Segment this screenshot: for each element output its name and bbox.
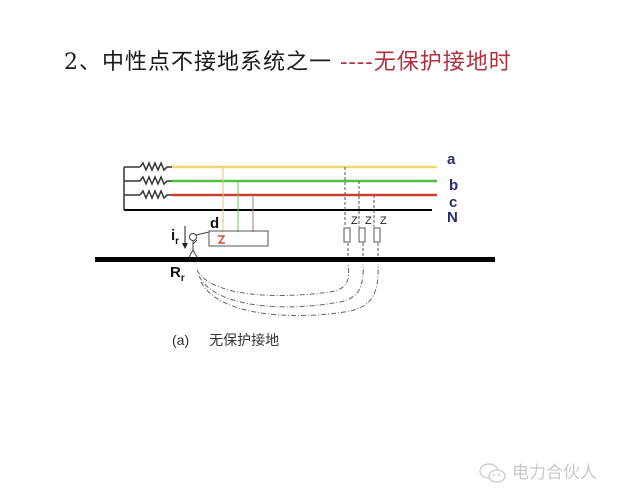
current-arrow-icon <box>182 226 188 249</box>
title-accent: ----无保护接地时 <box>340 50 512 75</box>
winding-a-icon <box>139 161 172 172</box>
person-icon <box>187 231 210 260</box>
device-label-d: d <box>210 215 219 232</box>
impedance-a-icon <box>343 227 351 243</box>
caption-index: (a) <box>172 332 190 348</box>
phase-label-b: b <box>449 177 458 194</box>
resistance-label: Rr <box>170 264 185 284</box>
current-label: ir <box>171 227 179 247</box>
winding-c-icon <box>139 189 172 200</box>
impedance-leads <box>344 167 379 256</box>
winding-b-icon <box>139 175 172 186</box>
caption-text: 无保护接地 <box>209 332 280 348</box>
watermark-text: 电力合伙人 <box>512 463 597 483</box>
impedance-elements <box>343 227 381 243</box>
equipment-enclosure <box>208 230 269 247</box>
slide-title: 2、中性点不接地系统之一 ----无保护接地时 <box>64 44 512 76</box>
phase-label-c: c <box>449 194 457 211</box>
phase-label-a: a <box>447 151 456 168</box>
impedance-label-c: Z <box>380 215 387 227</box>
impedance-b-icon <box>358 227 366 243</box>
figure-caption: (a) 无保护接地 <box>172 330 279 350</box>
wechat-icon <box>479 463 506 483</box>
watermark: 电力合伙人 <box>478 458 597 485</box>
fault-spark-icon <box>217 235 226 244</box>
title-prefix: 2、中性点不接地系统之一 <box>64 50 340 75</box>
earth-ground-bar <box>95 257 495 262</box>
impedance-label-b: Z <box>365 215 372 227</box>
impedance-label-a: Z <box>351 215 358 227</box>
source-windings <box>123 161 172 210</box>
phase-label-n: N <box>447 209 458 226</box>
impedance-c-icon <box>373 227 381 243</box>
earth-return-paths <box>196 263 379 316</box>
